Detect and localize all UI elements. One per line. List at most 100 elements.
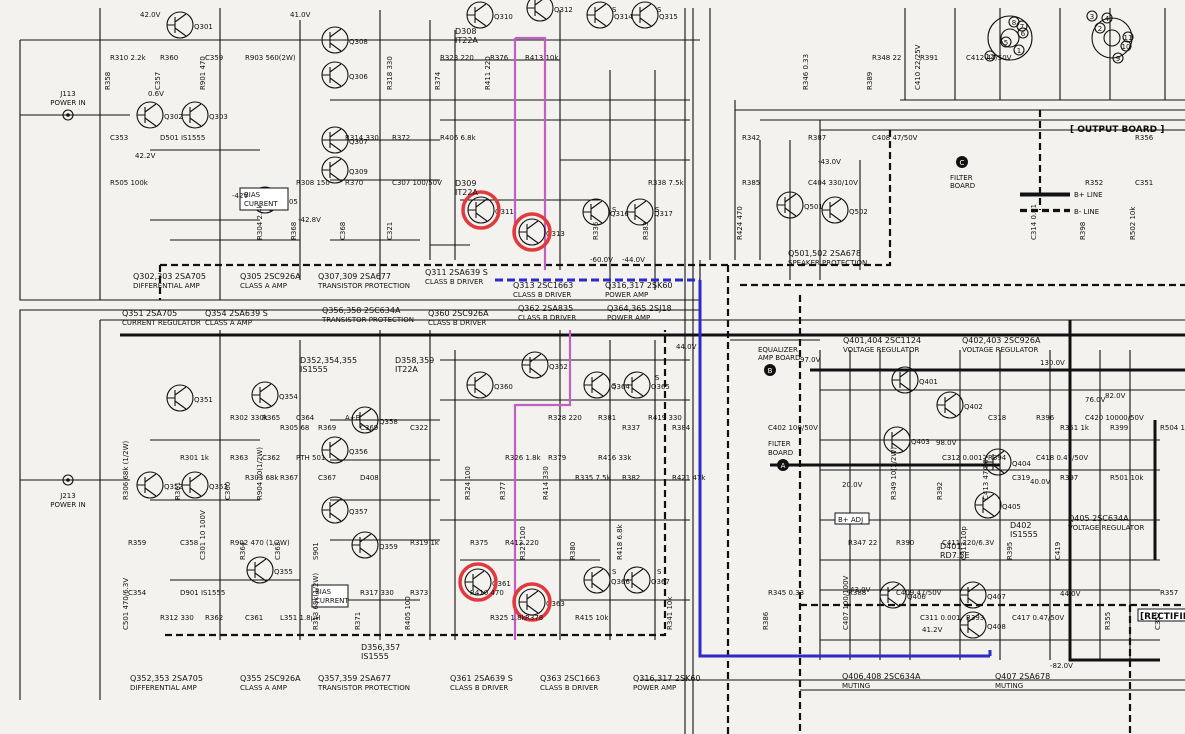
part-80: R396 <box>1036 414 1055 422</box>
part-19: R327 100 <box>519 526 527 560</box>
part-120: C412 47/50V <box>966 54 1012 62</box>
transistor-q402: Q402 <box>936 391 983 419</box>
part-89: C358 <box>180 539 198 547</box>
part-45: R360 <box>160 54 178 62</box>
label-q308: Q308 <box>349 38 368 46</box>
voltage-5: -42.8V <box>298 216 321 224</box>
part-36: C319 <box>1012 474 1030 482</box>
reg-stage-vreg2-l2: VOLTAGE REGULATOR <box>962 346 1039 354</box>
part-22: R336 <box>592 221 600 240</box>
part-124: C419 <box>1054 542 1062 560</box>
part-87: C354 <box>128 589 147 597</box>
transistor-q501: Q501 <box>776 191 823 219</box>
label-q401: Q401 <box>919 378 938 386</box>
transistor-q365: Q365 <box>623 371 670 399</box>
part-13: R318 330 <box>386 56 394 90</box>
bottom-stage-pwr3-l2: POWER AMP <box>633 684 676 692</box>
part-138: PTH 501 <box>296 454 325 462</box>
part-107: R415 10k <box>575 614 609 622</box>
transistor-q302: Q302 <box>136 101 183 129</box>
diode-d402-l1: D402 <box>1010 521 1031 530</box>
diode-d356-l1: D356,357 <box>361 643 400 652</box>
reg-stage-vreg2-l1: Q402,403 2SC926A <box>962 336 1041 345</box>
label-q502: Q502 <box>849 208 868 216</box>
pin-s-5: S <box>655 374 660 382</box>
part-95: C364 <box>296 414 315 422</box>
part-40: R355 <box>1104 612 1112 630</box>
part-125: C420 10000/50V <box>1085 414 1144 422</box>
label-q403: Q403 <box>911 438 930 446</box>
part-55: R371 <box>354 612 362 630</box>
part-140: A+B <box>345 414 361 422</box>
voltage-20: -82.0V <box>1050 662 1073 670</box>
voltage-11: 130.0V <box>1040 359 1065 367</box>
highlight-ring-q311 <box>461 190 501 230</box>
pin-s-3: S <box>655 206 660 214</box>
filter-board-c-1: FILTER <box>950 174 973 182</box>
part-28: R346 0.33 <box>802 54 810 90</box>
transistor-q355: Q355 <box>246 556 293 584</box>
part-100: R405 100 <box>404 596 412 630</box>
filter-board-c-2: BOARD <box>950 182 975 190</box>
label-q501: Q501 <box>804 203 823 211</box>
diode-d352-l1: D352,354,355 <box>300 356 357 365</box>
part-122: C417 0.47/50V <box>1012 614 1064 622</box>
part-17: R325 1.8k <box>490 614 527 622</box>
label-q354: Q354 <box>279 393 298 401</box>
part-137: L351 1.8µH <box>280 614 320 622</box>
label-q360: Q360 <box>494 383 513 391</box>
input-j113-1: J113 <box>59 90 75 98</box>
bottom-stage-pwr3-l1: Q316,317 2SK60 <box>633 674 701 683</box>
part-97: C368 <box>339 222 347 240</box>
part-4: C301 10 100V <box>199 510 207 560</box>
transistor-q407: Q407 <box>959 581 1006 609</box>
jack-j113-icon <box>62 109 74 121</box>
part-30: R348 22 <box>872 54 901 62</box>
part-101: R406 6.8k <box>440 134 477 142</box>
part-46: R361 <box>174 482 182 500</box>
label-q364: Q364 <box>611 383 630 391</box>
label-q362: Q362 <box>549 363 568 371</box>
highlight-ring-q313 <box>512 212 552 252</box>
transistor-q401: Q401 <box>891 366 938 394</box>
label-q316: Q316 <box>610 210 629 218</box>
label-q367: Q367 <box>651 578 670 586</box>
part-115: C407 100/100V <box>842 575 850 630</box>
diode-d356-l2: IS1555 <box>361 652 389 661</box>
transistor-q405: Q405 <box>974 491 1021 519</box>
part-130: C501 470/6.3V <box>122 578 130 630</box>
label-q301: Q301 <box>194 23 213 31</box>
transistor-q313: Q313 <box>518 218 565 246</box>
marker-a: A <box>781 462 786 470</box>
mid-stage-classa2-l2: CLASS A AMP <box>205 319 252 327</box>
mid-stage-cbd3-l1: Q360 2SC926A <box>428 309 489 318</box>
top-stage-cbd2-l1: Q313 2SC1663 <box>513 281 573 290</box>
transistor-q308: Q308 <box>321 26 368 54</box>
part-123: C418 0.47/50V <box>1036 454 1088 462</box>
part-110: R419 330 <box>648 414 682 422</box>
bottom-stage-prot3-l1: Q357,359 2SA677 <box>318 674 391 683</box>
transistor-q356: Q356 <box>321 436 368 464</box>
terminal-8: 8 <box>1012 19 1016 27</box>
part-104: R412 220 <box>505 539 539 547</box>
signal-highlight-pink <box>513 36 572 640</box>
mid-stage-classa2-l1: Q354 2SA639 S <box>205 309 268 318</box>
speaker-selector-s901 <box>987 15 1133 61</box>
transistor-q306: Q306 <box>321 61 368 89</box>
diode-d401-l1: D401 <box>940 542 961 551</box>
part-64: R380 <box>569 542 577 560</box>
part-73: R389 <box>866 72 874 90</box>
part-41: R356 <box>1135 134 1154 142</box>
terminal-7: 7 <box>1020 23 1024 31</box>
label-q315: Q315 <box>659 13 678 21</box>
part-54: R370 <box>345 179 363 187</box>
voltage-0: 42.0V <box>140 11 161 19</box>
pin-s-6: S <box>612 568 617 576</box>
part-93: C362 <box>262 454 280 462</box>
terminal-markers: C A B <box>764 156 968 471</box>
label-q302: Q302 <box>164 113 183 121</box>
bottom-stage-classa3-l2: CLASS A AMP <box>240 684 287 692</box>
mid-stage-cbd4-l2: CLASS B DRIVER <box>518 314 576 322</box>
bias-bottom-1: BIAS <box>315 588 332 596</box>
